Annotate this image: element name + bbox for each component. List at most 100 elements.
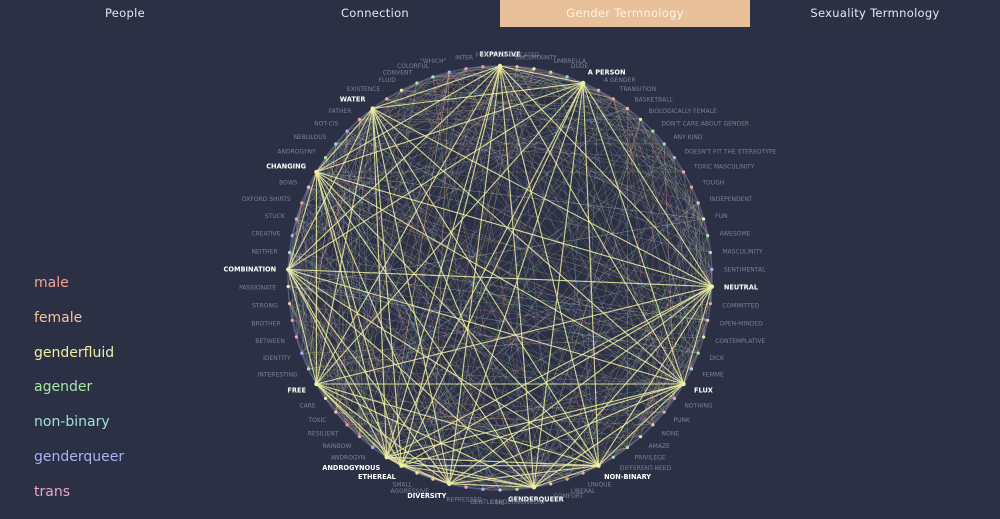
node-dot[interactable] <box>498 488 502 492</box>
node-dot[interactable] <box>357 435 362 439</box>
node-label[interactable]: UNIQUE <box>588 482 612 489</box>
node-label[interactable]: TOXIC <box>307 417 326 424</box>
node-label[interactable]: COLORFUL <box>397 63 430 70</box>
node-label[interactable]: STRONG <box>252 303 278 310</box>
node-label[interactable]: DICK <box>709 355 725 362</box>
node-label[interactable]: EXPANSIVE <box>479 51 521 59</box>
node-label[interactable]: COMPLICATED <box>497 52 540 59</box>
node-label[interactable]: CONTEMPLATIVE <box>715 338 765 345</box>
node-label[interactable]: TOXIC MASCULINITY <box>693 164 755 171</box>
node-label[interactable]: SENTIMENTAL <box>724 266 766 273</box>
node-dot[interactable] <box>689 185 694 189</box>
node-dot[interactable] <box>323 396 328 401</box>
node-label[interactable]: NON-BINARY <box>604 473 651 481</box>
node-label[interactable]: ETHEREAL <box>358 473 397 481</box>
legend-item-non-binary[interactable]: non-binary <box>34 414 110 431</box>
tab-people[interactable]: People <box>104 6 145 20</box>
node-label[interactable]: COMBINATION <box>224 265 277 273</box>
node-dot[interactable] <box>672 155 677 160</box>
node-label[interactable]: PASSIONATE <box>239 285 276 292</box>
node-label[interactable]: BETWEEN <box>255 338 285 345</box>
node-dot[interactable] <box>300 201 304 205</box>
node-label[interactable]: ANDROGYNY <box>277 148 316 155</box>
node-dot[interactable] <box>565 75 569 79</box>
node-dot[interactable] <box>385 97 389 101</box>
node-dot[interactable] <box>696 351 700 355</box>
node-dot[interactable] <box>638 117 643 121</box>
node-dot[interactable] <box>286 284 290 289</box>
node-label[interactable]: CARE <box>299 403 315 410</box>
node-dot[interactable] <box>371 445 375 450</box>
node-label[interactable]: NOT-CIS <box>314 120 338 127</box>
node-label[interactable]: "WHICH" <box>420 58 447 65</box>
node-label[interactable]: DON'T CARE ABOUT GENDER <box>662 120 750 127</box>
node-dot[interactable] <box>611 455 615 459</box>
node-label[interactable]: COMFORT <box>554 493 584 500</box>
node-dot[interactable] <box>415 81 419 85</box>
node-label[interactable]: CHANGING <box>266 163 306 171</box>
node-label[interactable]: NEBULOUS <box>294 134 327 141</box>
node-dot[interactable] <box>357 117 362 121</box>
node-label[interactable]: DUDE <box>571 63 589 70</box>
node-label[interactable]: ME <box>496 500 505 507</box>
node-dot[interactable] <box>447 481 452 487</box>
node-label[interactable]: CREATIVE <box>251 231 280 238</box>
node-label[interactable]: FLUID <box>379 77 397 84</box>
tab-gender-terminology[interactable]: Gender Termnology <box>500 0 750 27</box>
node-dot[interactable] <box>306 367 311 371</box>
node-label[interactable]: ANY KIND <box>674 134 703 141</box>
node-label[interactable]: TOUGH <box>701 179 724 186</box>
node-dot[interactable] <box>345 129 349 133</box>
node-dot[interactable] <box>285 267 291 272</box>
node-dot[interactable] <box>290 318 294 323</box>
node-dot[interactable] <box>702 335 706 339</box>
node-dot[interactable] <box>662 410 666 414</box>
node-dot[interactable] <box>706 318 710 323</box>
node-dot[interactable] <box>672 396 677 401</box>
node-dot[interactable] <box>464 485 468 489</box>
node-dot[interactable] <box>399 88 404 92</box>
node-dot[interactable] <box>531 485 537 490</box>
node-label[interactable]: GENDERQUEER <box>508 496 564 504</box>
node-dot[interactable] <box>596 463 601 468</box>
node-dot[interactable] <box>314 381 319 387</box>
node-label[interactable]: FUN <box>715 213 727 220</box>
tab-connection[interactable]: Connection <box>340 6 410 20</box>
node-label[interactable]: DOESN'T FIT THE STEREOTYPE <box>684 148 776 155</box>
node-dot[interactable] <box>662 142 666 146</box>
node-dot[interactable] <box>481 65 485 69</box>
node-label[interactable]: PRIVILEGE <box>635 455 666 462</box>
node-dot[interactable] <box>681 170 686 174</box>
node-dot[interactable] <box>709 284 715 289</box>
node-label[interactable]: GENDERNONCONF <box>490 499 547 506</box>
node-dot[interactable] <box>300 351 304 355</box>
node-label[interactable]: FREE <box>287 387 306 395</box>
node-label[interactable]: SMALL <box>392 482 412 489</box>
node-label[interactable]: MASCULINITY <box>722 248 763 255</box>
node-dot[interactable] <box>447 70 451 74</box>
node-label[interactable]: AGGRESSIVE <box>391 488 430 495</box>
node-dot[interactable] <box>696 201 700 205</box>
node-dot[interactable] <box>638 435 643 439</box>
node-dot[interactable] <box>306 185 311 189</box>
node-label[interactable]: A PERSON <box>588 68 626 76</box>
node-label[interactable]: GENTLE <box>470 499 494 506</box>
node-label[interactable]: INTER <box>455 54 473 61</box>
legend-item-female[interactable]: female <box>34 309 83 326</box>
node-dot[interactable] <box>515 65 519 69</box>
node-label[interactable]: FLUX <box>694 387 713 395</box>
node-label[interactable]: A GENDER <box>604 77 636 84</box>
node-dot[interactable] <box>515 487 519 491</box>
legend-item-agender[interactable]: agender <box>34 379 93 396</box>
node-label[interactable]: EXISTENCE <box>347 86 381 93</box>
node-dot[interactable] <box>702 217 706 221</box>
node-dot[interactable] <box>565 477 569 481</box>
node-dot[interactable] <box>290 233 294 238</box>
node-label[interactable]: UMBRELLA <box>554 58 587 65</box>
node-label[interactable]: IDENTITY <box>263 355 291 362</box>
legend-item-genderqueer[interactable]: genderqueer <box>34 448 125 465</box>
node-dot[interactable] <box>345 423 349 427</box>
node-dot[interactable] <box>334 142 338 146</box>
node-label[interactable]: RAINBOW <box>322 443 351 450</box>
node-dot[interactable] <box>323 155 328 160</box>
